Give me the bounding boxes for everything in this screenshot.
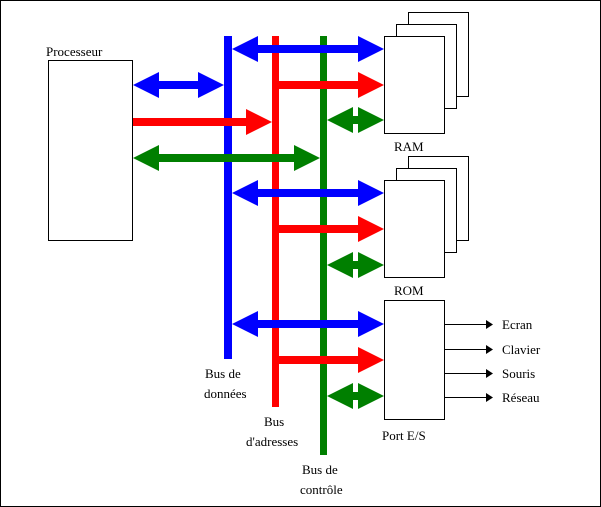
io-control-arrow-head-right (358, 383, 384, 409)
data-bus-line (224, 36, 232, 359)
rom-data-arrow (232, 180, 384, 206)
control-bus-label-line2: contrôle (300, 482, 343, 497)
rom-label: ROM (394, 283, 424, 298)
data-bus-label-line1: Bus de (205, 366, 241, 381)
cpu-address-arrow (133, 109, 272, 135)
rom-address-arrow-head-right (358, 216, 384, 242)
rom-control-arrow-head-right (358, 252, 384, 278)
connection-arrows (133, 36, 384, 409)
io-port-label: Port E/S (382, 428, 426, 443)
rom-data-arrow-shaft (258, 189, 358, 197)
io-output-label-ecran: Ecran (502, 317, 533, 332)
ram-label: RAM (394, 139, 424, 154)
ram-stack (384, 12, 469, 134)
cpu-control-arrow (133, 145, 320, 171)
io-output-arrowhead-souris (486, 369, 493, 378)
address-bus-label-line1: Bus (264, 414, 284, 429)
rom-data-arrow-head-right (358, 180, 384, 206)
cpu-data-arrow-head-left (133, 72, 159, 98)
rom-control-arrow-shaft (353, 261, 358, 269)
io-output-arrowhead-clavier (486, 345, 493, 354)
address-bus-line (272, 36, 279, 407)
rom-address-arrow-shaft (279, 225, 358, 233)
ram-data-arrow-shaft (258, 45, 358, 53)
io-port-box (384, 300, 445, 420)
io-address-arrow (279, 347, 384, 373)
ram-address-arrow-shaft (279, 81, 358, 89)
ram-data-arrow-head-left (232, 36, 258, 62)
io-output-arrowhead-reseau (486, 393, 493, 402)
ram-address-arrow-head-right (358, 72, 384, 98)
io-address-arrow-shaft (279, 356, 358, 364)
cpu-data-arrow-shaft (159, 81, 198, 89)
cpu-data-arrow (133, 72, 224, 98)
io-data-arrow-head-left (232, 311, 258, 337)
rom-data-arrow-head-left (232, 180, 258, 206)
cpu-control-arrow-shaft (159, 154, 294, 162)
io-address-arrow-head-right (358, 347, 384, 373)
io-data-arrow-shaft (258, 320, 358, 328)
io-output-label-clavier: Clavier (502, 342, 541, 357)
io-control-arrow-shaft (353, 392, 358, 400)
control-bus-label-line1: Bus de (302, 462, 338, 477)
ram-data-arrow-head-right (358, 36, 384, 62)
cpu-address-arrow-head-right (246, 109, 272, 135)
cpu-control-arrow-head-right (294, 145, 320, 171)
io-output-label-souris: Souris (502, 366, 535, 381)
rom-box-front (384, 180, 445, 278)
cpu-control-arrow-head-left (133, 145, 159, 171)
io-data-arrow (232, 311, 384, 337)
io-control-arrow-head-left (327, 383, 353, 409)
io-output-label-reseau: Réseau (502, 390, 540, 405)
rom-stack (384, 156, 469, 278)
ram-address-arrow (279, 72, 384, 98)
cpu-data-arrow-head-right (198, 72, 224, 98)
cpu-address-arrow-shaft (133, 118, 246, 126)
rom-address-arrow (279, 216, 384, 242)
address-bus-label-line2: d'adresses (246, 434, 298, 449)
io-data-arrow-head-right (358, 311, 384, 337)
io-output-arrowhead-ecran (486, 320, 493, 329)
processor-label: Processeur (46, 44, 103, 59)
io-control-arrow (327, 383, 384, 409)
ram-box-front (384, 36, 445, 134)
ram-data-arrow (232, 36, 384, 62)
control-bus-line (320, 36, 327, 455)
processor-box (48, 60, 133, 241)
ram-control-arrow-head-right (358, 107, 384, 133)
ram-control-arrow (327, 107, 384, 133)
rom-control-arrow (327, 252, 384, 278)
ram-control-arrow-shaft (353, 116, 358, 124)
data-bus-label-line2: données (204, 386, 247, 401)
rom-control-arrow-head-left (327, 252, 353, 278)
ram-control-arrow-head-left (327, 107, 353, 133)
